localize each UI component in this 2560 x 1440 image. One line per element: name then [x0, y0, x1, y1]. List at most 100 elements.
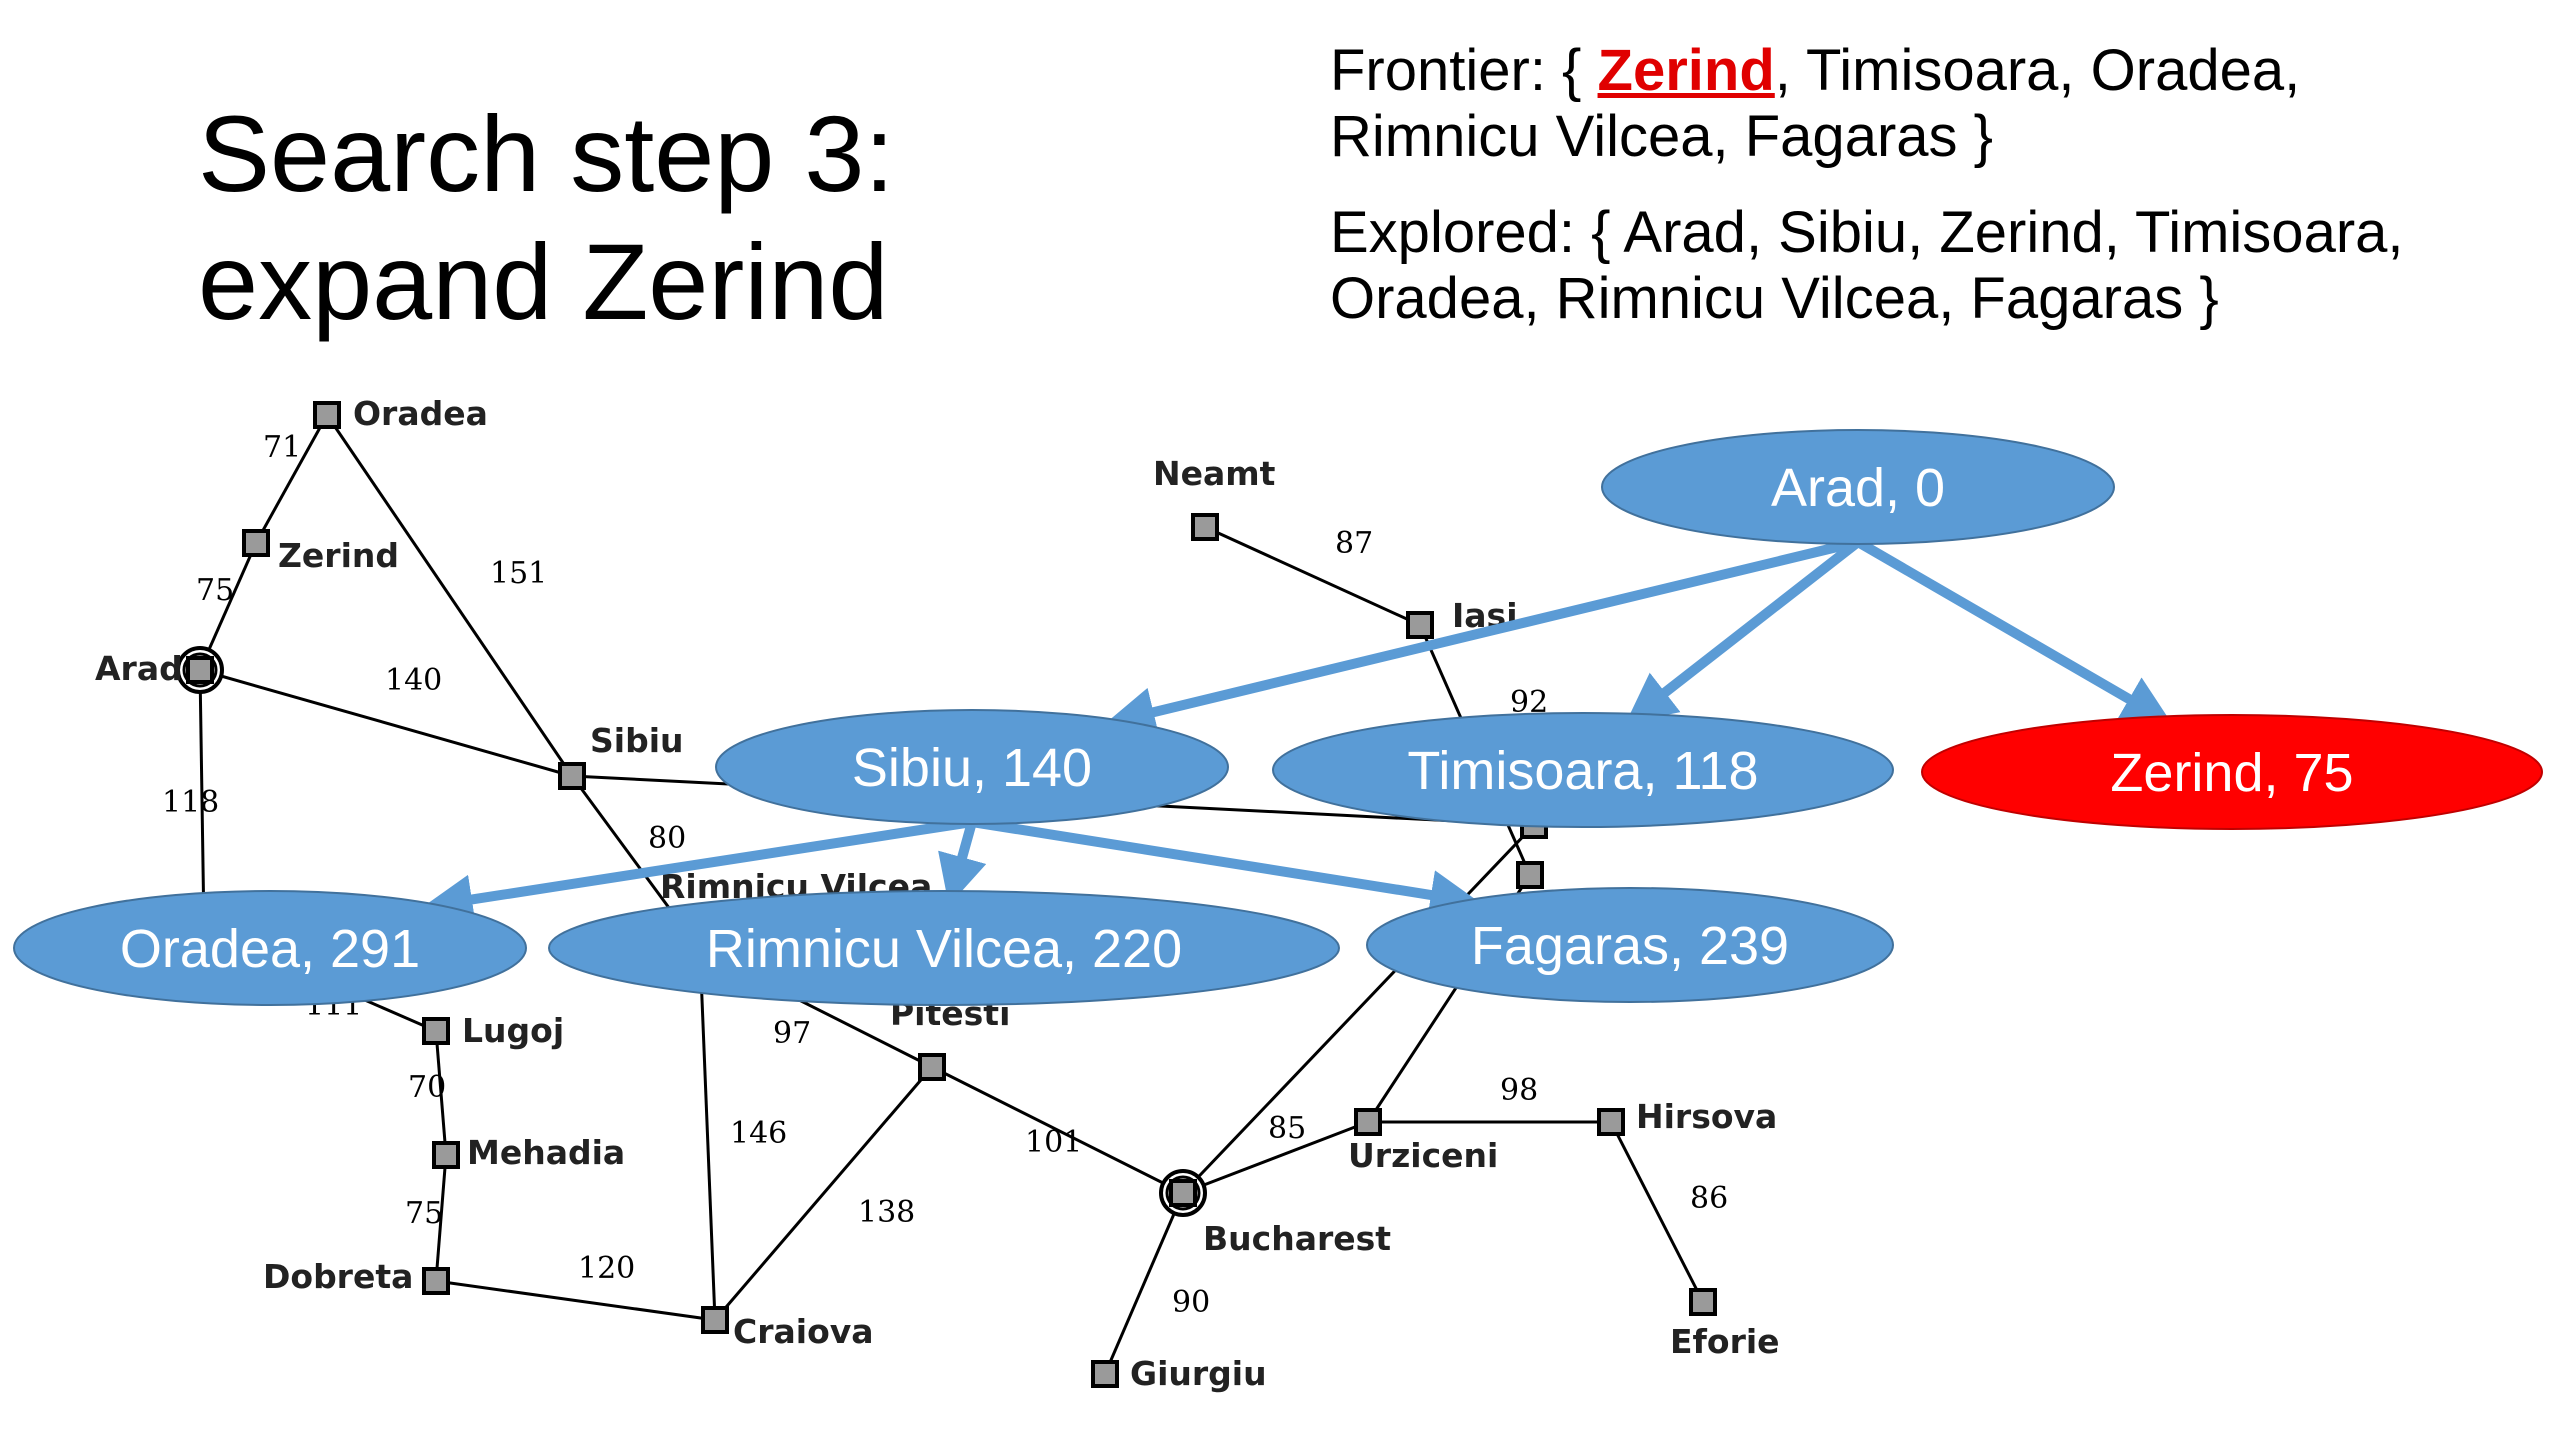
city-marker — [432, 1141, 460, 1169]
tree-node-sibiu: Sibiu, 140 — [715, 709, 1229, 825]
tree-edge-arad-sibiu — [1104, 537, 1860, 737]
tree-node-ellipse — [1366, 887, 1894, 1003]
slide-title-line-1: Search step 3: — [198, 93, 895, 214]
road-cost-arad-sibiu: 140 — [385, 663, 442, 698]
road-cost-arad-timisoara: 118 — [162, 785, 219, 820]
city-marker — [1091, 1360, 1119, 1388]
city-lugoj: Lugoj — [422, 1011, 564, 1050]
road-cost-rimnicu-pitesti: 97 — [773, 1016, 811, 1051]
city-marker — [1597, 1108, 1625, 1136]
tree-node-ellipse — [1921, 714, 2543, 830]
tree-node-label: Timisoara, 118 — [1407, 741, 1758, 801]
search-tree-edges — [422, 537, 2173, 925]
city-marker — [1354, 1108, 1382, 1136]
road-hirsova-eforie — [1609, 1121, 1705, 1303]
road-cost-craiova-pitesti: 138 — [858, 1195, 915, 1230]
tree-node-label: Rimnicu Vilcea, 220 — [706, 919, 1182, 979]
city-marker — [1516, 861, 1544, 889]
tree-node-ellipse — [1272, 712, 1894, 828]
road-cost-hirsova-eforie: 86 — [1690, 1181, 1728, 1216]
city-hirsova: Hirsova — [1597, 1097, 1777, 1136]
frontier-highlighted-node: Zerind — [1597, 38, 1775, 103]
city-marker — [186, 656, 214, 684]
road-cost-dobreta-craiova: 120 — [578, 1251, 635, 1286]
road-iasi-neamt — [1204, 525, 1421, 627]
explored-line-2: Oradea, Rimnicu Vilcea, Fagaras } — [1330, 266, 2219, 331]
frontier-prefix: Frontier: { — [1330, 38, 1598, 103]
road-cost-oradea-sibiu: 151 — [490, 556, 547, 591]
search-status: Frontier: { Zerind, Timisoara, Oradea, R… — [1330, 38, 2550, 362]
tree-node-ellipse — [13, 890, 527, 1006]
city-label-urziceni: Urziceni — [1348, 1136, 1498, 1175]
road-mehadia-dobreta — [434, 1154, 448, 1282]
city-label-mehadia: Mehadia — [467, 1133, 625, 1172]
city-sibiu: Sibiu — [558, 721, 684, 790]
city-label-neamt: Neamt — [1153, 454, 1276, 493]
city-goal-ring-inner — [1165, 1175, 1201, 1211]
road-oradea-zerind — [254, 414, 329, 544]
road-bucharest-giurgiu — [1103, 1192, 1185, 1375]
city-urziceni: Urziceni — [1348, 1108, 1498, 1175]
tree-node-zerind: Zerind, 75 — [1921, 714, 2543, 830]
city-marker — [422, 1017, 450, 1045]
road-cost-urziceni-hirsova: 98 — [1500, 1073, 1538, 1108]
explored-line-1: Explored: { Arad, Sibiu, Zerind, Timisoa… — [1330, 200, 2404, 265]
city-label-arad: Arad — [95, 649, 183, 688]
road-cost-sibiu-rimnicu: 80 — [648, 821, 686, 856]
city-oradea: Oradea — [313, 394, 488, 433]
tree-node-oradea: Oradea, 291 — [13, 890, 527, 1006]
road-bucharest-urziceni — [1182, 1120, 1369, 1195]
city-arad: Arad — [95, 646, 224, 694]
tree-edge-sibiu-rimnicu — [938, 820, 987, 906]
explored-text: Explored: { Arad, Sibiu, Zerind, Timisoa… — [1330, 200, 2550, 332]
tree-node-label: Sibiu, 140 — [852, 738, 1092, 798]
tree-node-label: Oradea, 291 — [120, 919, 420, 979]
city-label-oradea: Oradea — [353, 394, 488, 433]
city-marker — [1406, 611, 1434, 639]
tree-edge-arad-zerind — [1855, 537, 2173, 725]
slide-title-line-2: expand Zerind — [198, 221, 889, 342]
city-pitesti: Pitesti — [890, 994, 1010, 1081]
city-label-craiova: Craiova — [733, 1312, 874, 1351]
frontier-line-2: Rimnicu Vilcea, Fagaras } — [1330, 104, 1994, 169]
city-label-eforie: Eforie — [1670, 1322, 1780, 1361]
road-oradea-sibiu — [325, 414, 574, 777]
tree-node-rimnicu: Rimnicu Vilcea, 220 — [548, 890, 1340, 1006]
tree-node-arad: Arad, 0 — [1601, 429, 2115, 545]
city-goal-ring-inner — [182, 652, 218, 688]
tree-node-ellipse — [715, 709, 1229, 825]
city-marker — [1191, 513, 1219, 541]
road-cost-oradea-zerind: 71 — [263, 430, 301, 465]
city-craiova: Craiova — [701, 1306, 874, 1351]
road-cost-rimnicu-craiova: 146 — [730, 1116, 787, 1151]
tree-node-label: Arad, 0 — [1771, 458, 1945, 518]
road-cost-pitesti-bucharest: 101 — [1025, 1125, 1082, 1160]
city-marker — [1169, 1179, 1197, 1207]
road-dobreta-craiova — [435, 1279, 716, 1322]
city-label-zerind: Zerind — [278, 536, 399, 575]
road-craiova-pitesti — [713, 1066, 934, 1321]
city-marker — [422, 1267, 450, 1295]
road-cost-iasi-neamt: 87 — [1335, 526, 1373, 561]
road-cost-zerind-arad: 75 — [196, 573, 234, 608]
city-giurgiu: Giurgiu — [1091, 1354, 1267, 1393]
city-label-sibiu: Sibiu — [590, 721, 684, 760]
city-eforie: Eforie — [1670, 1288, 1780, 1361]
city-label-giurgiu: Giurgiu — [1130, 1354, 1267, 1393]
city-marker — [242, 529, 270, 557]
road-cost-lugoj-mehadia: 70 — [408, 1070, 446, 1105]
city-label-hirsova: Hirsova — [1636, 1097, 1777, 1136]
frontier-rest-line-1: , Timisoara, Oradea, — [1774, 38, 2301, 103]
city-label-lugoj: Lugoj — [462, 1011, 564, 1050]
city-zerind: Zerind — [242, 529, 399, 575]
tree-edge-sibiu-fagaras — [971, 817, 1481, 920]
city-marker — [701, 1306, 729, 1334]
tree-node-ellipse — [1601, 429, 2115, 545]
tree-edge-arad-timisoara — [1625, 538, 1862, 724]
tree-node-fagaras: Fagaras, 239 — [1366, 887, 1894, 1003]
city-dobreta: Dobreta — [263, 1257, 450, 1296]
road-arad-sibiu — [199, 668, 573, 778]
road-cost-bucharest-giurgiu: 90 — [1172, 1285, 1210, 1320]
tree-node-ellipse — [548, 890, 1340, 1006]
